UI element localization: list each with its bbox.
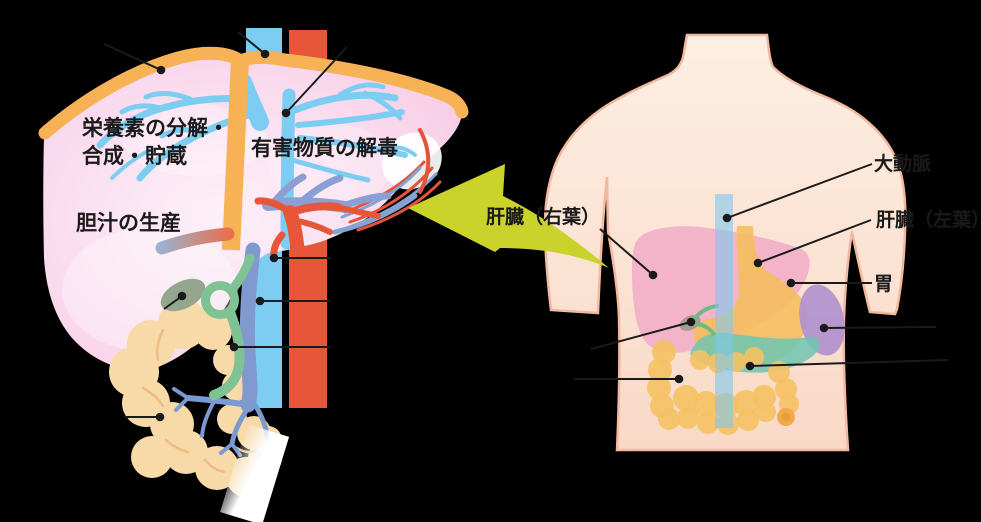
label-nutrient-line1: 栄養素の分解・	[82, 116, 229, 140]
body-leader-lines	[574, 163, 949, 384]
callout-leader-line	[599, 228, 658, 280]
body-vena-cava-band	[715, 194, 733, 428]
left-arrow-icon	[408, 164, 609, 268]
label-stomach: 胃	[874, 273, 894, 295]
liver-diagram	[38, 28, 469, 522]
label-nutrient-function: 栄養素の分解・ 合成・貯蔵	[82, 114, 229, 171]
body-diagram	[543, 33, 949, 452]
label-nutrient-line2: 合成・貯蔵	[82, 144, 187, 169]
label-liver-right-lobe: 肝臓（右葉）	[486, 206, 601, 228]
label-liver-left-lobe: 肝臓（左葉）	[876, 209, 981, 231]
white-card	[220, 424, 290, 522]
liver-shape	[43, 52, 462, 371]
label-detox-function: 有害物質の解毒	[251, 136, 398, 160]
falciform-ligament	[222, 59, 249, 251]
liver-capsule	[38, 46, 469, 140]
hepatic-veins	[96, 73, 417, 250]
label-bile-function: 胆汁の生産	[76, 211, 181, 235]
label-aorta: 大動脈	[874, 153, 932, 175]
liver-leader-lines	[103, 31, 348, 422]
